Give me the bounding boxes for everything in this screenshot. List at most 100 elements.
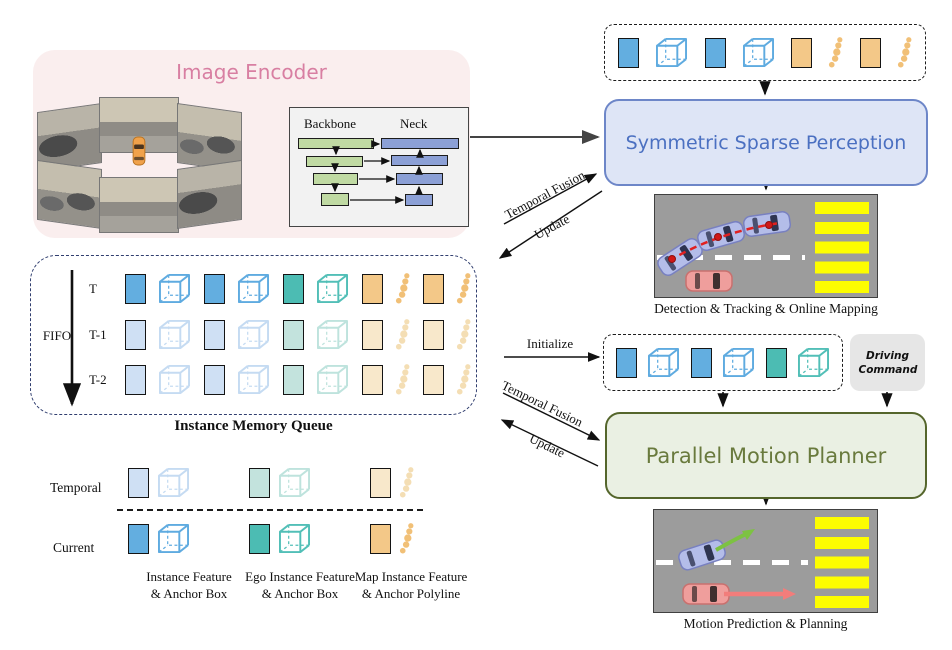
map-instance-feature-icon: [422, 273, 444, 304]
anchor-box-icon: [742, 37, 775, 68]
parallel-motion-planner-module: Parallel Motion Planner: [605, 412, 927, 499]
detection-caption: Detection & Tracking & Online Mapping: [654, 301, 878, 316]
anchor-polyline-icon: [828, 36, 843, 69]
image-encoder-panel: Image Encoder Backbone Neck: [33, 50, 470, 238]
anchor-box-icon: [647, 347, 680, 378]
map-instance-feature-icon: [859, 37, 881, 68]
anchor-box-icon: [157, 523, 190, 554]
tracked-vehicles: [655, 210, 792, 292]
planned-vehicles: [676, 529, 796, 605]
instance-feature-icon: [128, 467, 149, 498]
lane-divider: [657, 255, 805, 260]
instance-feature-icon: [616, 347, 637, 378]
instance-feature-icon: [704, 37, 726, 68]
legend-column-ego: Ego Instance Feature & Anchor Box: [245, 569, 355, 601]
motion-caption: Motion Prediction & Planning: [683, 616, 848, 631]
crosswalk-marking: [815, 202, 869, 293]
neck-stage: [391, 155, 448, 166]
legend-temporal-icons: [128, 466, 414, 499]
planner-input-instances: [603, 334, 843, 391]
ego-anchor-box-icon: [797, 347, 830, 378]
ego-instance-feature-icon: [282, 364, 304, 395]
anchor-polyline-icon: [395, 363, 410, 396]
symmetric-sparse-perception-module: Symmetric Sparse Perception: [604, 99, 928, 186]
neck-stage: [405, 194, 433, 206]
anchor-polyline-icon: [456, 272, 471, 305]
anchor-box-icon: [157, 467, 190, 498]
map-instance-feature-icon: [370, 467, 391, 498]
lane-divider: [656, 560, 808, 565]
detection-tracking-mapping-scene: [654, 194, 878, 298]
backbone-stage: [313, 173, 358, 185]
timestep-label: T-2: [89, 371, 107, 387]
perception-input-instances: [604, 24, 926, 81]
ego-instance-feature-icon: [765, 347, 787, 378]
neck-label: Neck: [400, 116, 428, 131]
memory-row-t2: T-2: [89, 363, 471, 396]
legend-column-instance: Instance Feature & Anchor Box: [146, 569, 232, 601]
anchor-box-icon: [722, 347, 755, 378]
backbone-stage: [306, 156, 363, 167]
anchor-box-icon: [655, 37, 688, 68]
ego-anchor-box-icon: [316, 319, 349, 350]
driving-command-label: Driving Command: [858, 349, 918, 376]
legend-separator: [117, 509, 423, 511]
motion-prediction-planning-scene: [653, 509, 878, 613]
anchor-polyline-icon: [395, 272, 410, 305]
map-instance-feature-icon: [361, 319, 383, 350]
driving-command-box: Driving Command: [850, 334, 925, 391]
memory-row-icons: [125, 318, 471, 351]
backbone-stage: [321, 193, 349, 206]
camera-view-back: [99, 177, 179, 233]
anchor-box-icon: [237, 319, 270, 350]
anchor-box-icon: [237, 273, 270, 304]
anchor-box-icon: [158, 364, 191, 395]
ego-instance-feature-icon: [249, 467, 270, 498]
initialize-label: Initialize: [526, 336, 574, 351]
map-instance-feature-icon: [422, 319, 444, 350]
fifo-label: FIFO: [42, 328, 72, 343]
neck-stage: [396, 173, 443, 185]
ego-anchor-box-icon: [316, 273, 349, 304]
anchor-polyline-icon: [456, 318, 471, 351]
camera-view-back-left: [37, 159, 102, 229]
timestep-label: T-1: [89, 326, 107, 342]
backbone-neck-module: Backbone Neck: [289, 107, 469, 227]
image-encoder-title: Image Encoder: [176, 60, 327, 84]
crosswalk-marking: [815, 517, 869, 608]
ego-vehicle-icon: [131, 136, 147, 166]
legend-column-map: Map Instance Feature & Anchor Polyline: [354, 569, 468, 601]
instance-feature-icon: [125, 364, 146, 395]
instance-feature-icon: [125, 273, 146, 304]
instance-feature-icon: [203, 319, 225, 350]
map-instance-feature-icon: [361, 364, 383, 395]
anchor-polyline-icon: [456, 363, 471, 396]
anchor-box-icon: [158, 273, 191, 304]
memory-row-icons: [125, 272, 471, 305]
anchor-box-icon: [158, 319, 191, 350]
instance-feature-icon: [690, 347, 712, 378]
memory-row-t: T: [89, 272, 471, 305]
planner-title: Parallel Motion Planner: [645, 443, 887, 468]
legend-current-icons: [128, 522, 414, 555]
ego-instance-feature-icon: [249, 523, 270, 554]
instance-feature-icon: [125, 319, 146, 350]
legend-temporal-label: Temporal: [50, 480, 102, 495]
surround-camera-views: [37, 97, 242, 233]
map-instance-feature-icon: [370, 523, 391, 554]
ego-anchor-box-icon: [278, 467, 311, 498]
neck-stage: [381, 138, 459, 149]
memory-row-icons: [125, 363, 471, 396]
temporal-fusion-label-bottom: Temporal Fusion: [499, 377, 586, 430]
timestep-label: T: [89, 280, 97, 296]
instance-feature-icon: [618, 37, 639, 68]
map-instance-feature-icon: [791, 37, 813, 68]
anchor-polyline-icon: [395, 318, 410, 351]
perception-title: Symmetric Sparse Perception: [625, 131, 907, 154]
memory-row-t1: T-1: [89, 318, 471, 351]
anchor-polyline-icon: [399, 466, 414, 499]
instance-feature-icon: [203, 273, 225, 304]
ego-anchor-box-icon: [316, 364, 349, 395]
ego-instance-feature-icon: [282, 273, 304, 304]
